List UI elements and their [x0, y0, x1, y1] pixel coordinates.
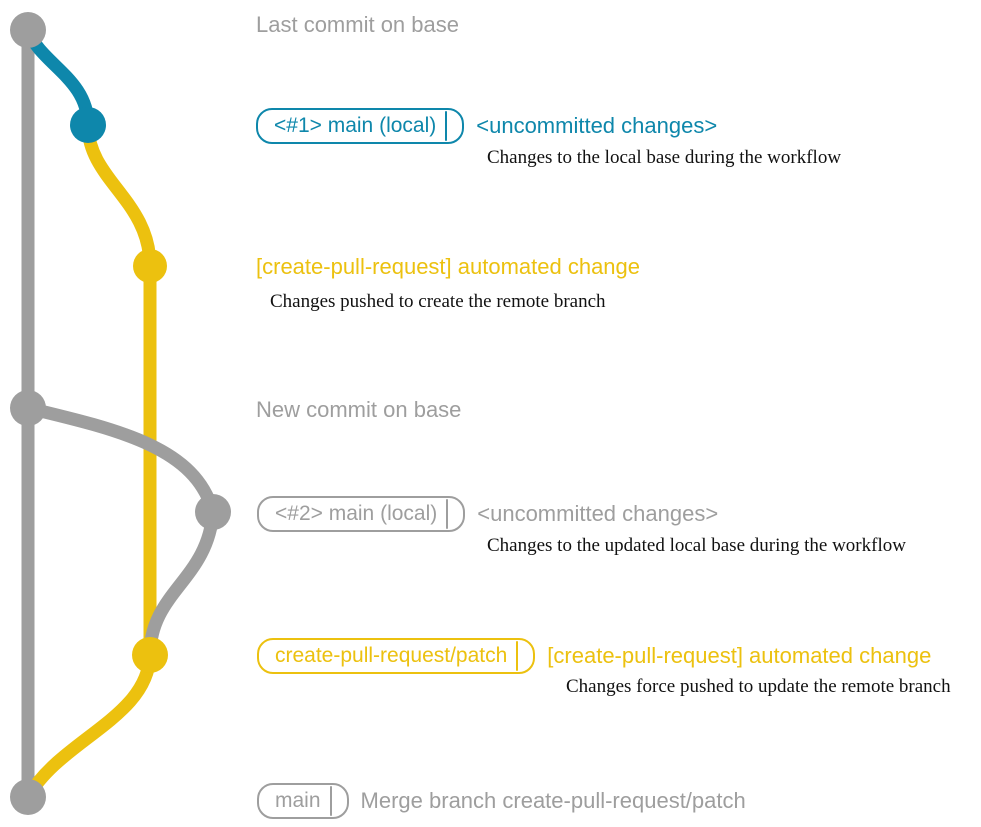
commit-subject: New commit on base [256, 397, 462, 422]
ref-badge-main[interactable]: main [257, 783, 349, 819]
commit-nodes [10, 12, 231, 815]
commit-subject: [create-pull-request] automated change [256, 254, 641, 279]
commit-subject: Merge branch create-pull-request/patch [360, 788, 746, 813]
commit-row-automated-change-1: [create-pull-request] automated change [256, 256, 640, 278]
edge-base-to-local2 [21, 401, 220, 519]
ref-badge-create-pull-request-patch[interactable]: create-pull-request/patch [257, 638, 536, 674]
commit-subject: <uncommitted changes> [477, 501, 719, 526]
node-base-head [10, 12, 46, 48]
node-local-commit-1 [70, 107, 106, 143]
node-remote-commit-2 [132, 637, 168, 673]
commit-note-automated-change-2: Changes force pushed to update the remot… [566, 676, 951, 697]
commit-note-automated-change-1: Changes pushed to create the remote bran… [270, 291, 606, 312]
commit-row-local-1: <#1> main (local) <uncommitted changes> [256, 108, 717, 144]
edge-remote2-to-merge [21, 648, 157, 804]
node-remote-commit-1 [133, 249, 167, 283]
edge-local2-to-remote2 [143, 505, 220, 662]
ref-badge-main-local-2[interactable]: <#2> main (local) [257, 496, 466, 532]
commit-subject: <uncommitted changes> [476, 113, 718, 138]
commit-subject: Last commit on base [256, 12, 459, 37]
ref-badge-main-local-1[interactable]: <#1> main (local) [256, 108, 465, 144]
commit-row-automated-change-2: create-pull-request/patch [create-pull-r… [257, 638, 931, 674]
commit-note-local-1: Changes to the local base during the wor… [487, 147, 842, 168]
commit-note-local-2: Changes to the updated local base during… [487, 535, 906, 556]
commit-row-merge: main Merge branch create-pull-request/pa… [257, 783, 746, 819]
commit-row-new-commit-on-base: New commit on base [256, 399, 461, 421]
commit-row-last-commit-on-base: Last commit on base [256, 14, 459, 36]
commit-row-local-2: <#2> main (local) <uncommitted changes> [257, 496, 718, 532]
edge-local1-to-remote1 [81, 118, 157, 273]
node-merge-commit [10, 779, 46, 815]
commit-subject: [create-pull-request] automated change [547, 643, 932, 668]
node-local-commit-2 [195, 494, 231, 530]
node-base-new-commit [10, 390, 46, 426]
